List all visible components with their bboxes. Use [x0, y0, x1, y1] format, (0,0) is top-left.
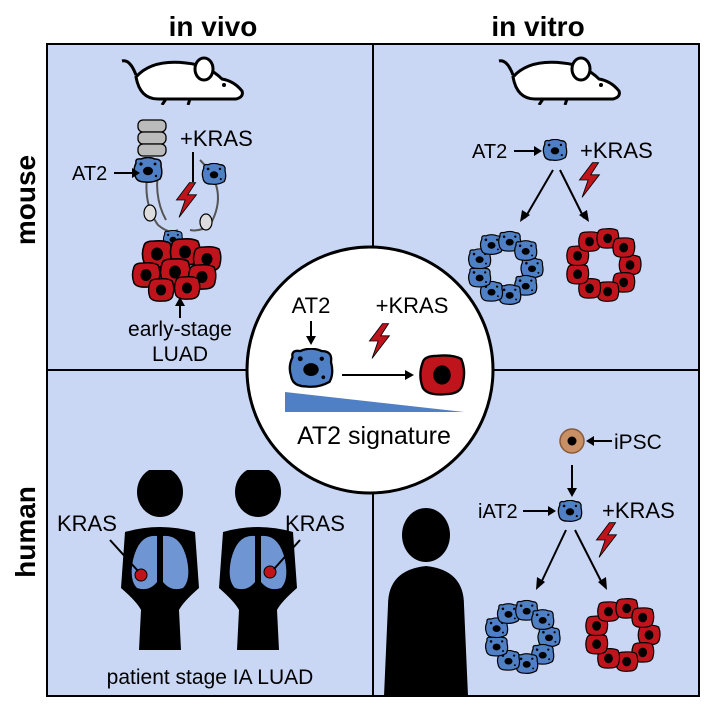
- at2-cell-icon: [557, 500, 583, 522]
- human-in-vivo-content: KRAS KRAS patient stage IA LUAD: [57, 470, 345, 689]
- organoid-cell-red: [612, 237, 636, 258]
- tumor-dot: [263, 565, 277, 579]
- signature-wedge: [285, 392, 464, 412]
- arrow-to-red-organoid: [574, 529, 604, 586]
- label-kras: +KRAS: [602, 498, 675, 523]
- organoid-cell-red: [566, 263, 590, 285]
- label-ipsc: iPSC: [614, 431, 662, 454]
- arrow-to-red-organoid: [559, 169, 585, 219]
- caption-luad: LUAD: [152, 343, 208, 366]
- arrow-to-blue-organoid: [539, 529, 567, 586]
- organoid-cell-red: [631, 607, 655, 628]
- pointer-line: [109, 539, 139, 572]
- center-circle: [245, 245, 495, 495]
- at2-cell-icon: [133, 157, 163, 183]
- label-at2: AT2: [472, 141, 507, 163]
- organoid-cell-blue: [484, 635, 509, 657]
- header-mouse: mouse: [10, 155, 41, 245]
- organoid-cell-blue: [531, 609, 555, 630]
- label-kras: +KRAS: [580, 138, 653, 163]
- label-kras: +KRAS: [180, 126, 253, 151]
- grey-airway-cells: [137, 119, 213, 231]
- header-human: human: [10, 486, 41, 578]
- center-label-kras: +KRAS: [376, 293, 449, 318]
- organoid-cell-blue: [514, 240, 538, 261]
- caption-patient: patient stage IA LUAD: [107, 666, 314, 689]
- organoid-cell-blue: [537, 626, 561, 648]
- organoid-cell-red: [618, 254, 642, 276]
- mouse-in-vitro-content: AT2 +KRAS: [467, 56, 653, 305]
- center-label-at2: AT2: [292, 293, 331, 318]
- tumor-cell-icon: [419, 354, 466, 396]
- at2-cell-icon: [542, 139, 568, 161]
- organoid-cell-red: [585, 633, 609, 655]
- organoid-cell-red: [637, 624, 661, 646]
- arrow-to-blue-organoid: [524, 169, 554, 219]
- caption-early-stage: early-stage: [128, 318, 232, 341]
- at2-cell-icon: [201, 163, 227, 185]
- human-in-vitro-content: iPSC iAT2 +KRAS: [384, 428, 675, 696]
- header-in-vivo: in vivo: [169, 11, 258, 42]
- label-kras-right: KRAS: [285, 511, 345, 536]
- center-signature-label: AT2 signature: [297, 422, 451, 450]
- label-iat2: iAT2: [478, 501, 518, 523]
- organoid-cell-blue: [467, 266, 492, 288]
- organoid-cell-blue: [520, 257, 544, 279]
- at2-cell-icon: [288, 348, 334, 388]
- person-icon: [384, 508, 468, 696]
- tumor-dot: [134, 568, 148, 582]
- label-kras-left: KRAS: [57, 511, 117, 536]
- pointer-line: [273, 539, 301, 570]
- label-at2: AT2: [72, 163, 107, 185]
- center-summary: AT2 +KRAS AT2 signature: [245, 245, 495, 495]
- mouse-in-vivo-content: AT2 +KRAS early-stage LUAD: [72, 56, 253, 366]
- header-in-vitro: in vitro: [491, 11, 584, 42]
